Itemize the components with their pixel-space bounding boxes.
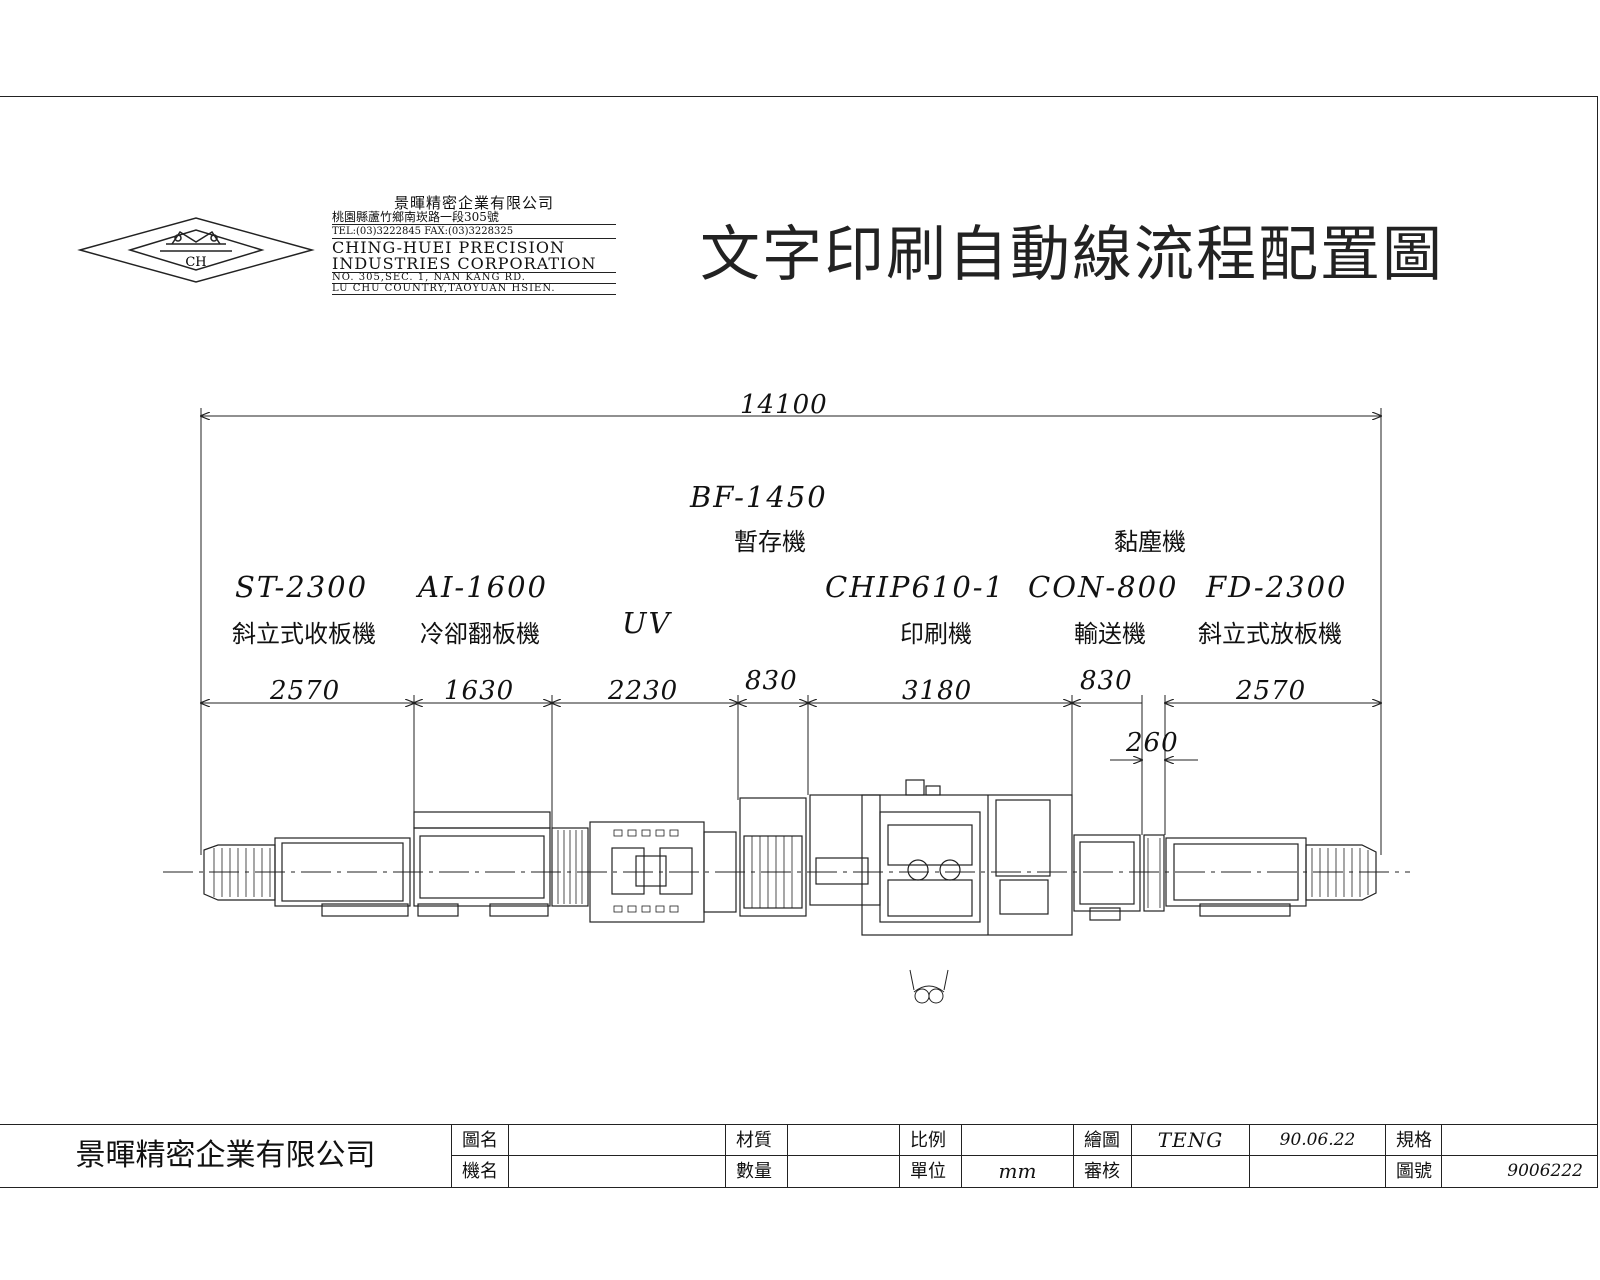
value-scale [962, 1125, 1074, 1156]
drawing-frame [0, 96, 1598, 1186]
value-check-date [1250, 1156, 1386, 1187]
model-st-2300: ST-2300 [235, 570, 369, 604]
operator-figure [909, 969, 949, 1004]
logo-mark: CH [185, 255, 206, 270]
label-drawing-name: 圖名 [452, 1125, 509, 1156]
company-logo [77, 217, 315, 283]
label-machine-name: 機名 [452, 1156, 509, 1187]
label-drawing-no: 圖號 [1386, 1156, 1442, 1187]
label-drawn-by: 繪圖 [1074, 1125, 1132, 1156]
label-unit: 單位 [900, 1156, 962, 1187]
value-material [788, 1125, 900, 1156]
dim-chip610-1: 3180 [902, 676, 973, 706]
logo-company-zh: 景暉精密企業有限公司 [393, 194, 554, 212]
name-chip610-1: 印刷機 [900, 620, 972, 648]
value-drawing-name [509, 1125, 726, 1156]
machine-plan-view [203, 779, 1377, 1004]
title-block-company: 景暉精密企業有限公司 [0, 1125, 452, 1187]
logo-address-en-2: LU CHU COUNTRY,TAOYUAN HSIEN. [332, 284, 616, 295]
segment-dim-lines [201, 695, 1381, 835]
value-quantity [788, 1156, 900, 1187]
model-fd-2300: FD-2300 [1206, 570, 1348, 604]
model-ai-1600: AI-1600 [418, 570, 548, 604]
model-bf-1450: BF-1450 [690, 480, 828, 514]
logo-company-en-2: INDUSTRIES CORPORATION [332, 256, 616, 273]
value-drawn-by: TENG [1132, 1125, 1250, 1156]
value-machine-name [509, 1156, 726, 1187]
logo-address-zh: 桃園縣蘆竹鄉南崁路一段305號 [332, 211, 616, 225]
value-unit: mm [962, 1156, 1074, 1187]
dim-ai-1600: 1630 [444, 676, 515, 706]
dim-fd-2300: 2570 [1236, 676, 1307, 706]
dim-dust-cleaner: 260 [1126, 728, 1179, 758]
value-checked-by [1132, 1156, 1250, 1187]
name-fd-2300: 斜立式放板機 [1198, 620, 1342, 648]
label-material: 材質 [726, 1125, 788, 1156]
name-bf-1450: 暫存機 [734, 528, 806, 556]
logo-company-en-1: CHING-HUEI PRECISION [332, 238, 565, 257]
drawing-title: 文字印刷自動線流程配置圖 [700, 220, 1444, 290]
name-con-800: 輸送機 [1074, 620, 1146, 648]
model-uv: UV [622, 606, 672, 640]
label-checked-by: 審核 [1074, 1156, 1132, 1187]
name-st-2300: 斜立式收板機 [232, 620, 376, 648]
title-block: 景暉精密企業有限公司 圖名 材質 比例 繪圖 TENG 90.06.22 規格 … [0, 1124, 1598, 1188]
name-dust-cleaner: 黏塵機 [1114, 528, 1186, 556]
dim-con-800: 830 [1080, 666, 1133, 696]
value-spec [1442, 1125, 1597, 1156]
logo-tel-fax: TEL:(03)3222845 FAX:(03)3228325 [332, 227, 616, 239]
model-chip610-1: CHIP610-1 [825, 570, 1006, 604]
value-drawing-no: 9006222 [1507, 1161, 1583, 1181]
name-ai-1600: 冷卻翻板機 [420, 620, 540, 648]
label-spec: 規格 [1386, 1125, 1442, 1156]
value-date: 90.06.22 [1250, 1125, 1386, 1156]
dim-uv: 2230 [608, 676, 679, 706]
logo-address-en-1: NO. 305,SEC. 1, NAN KANG RD. [332, 273, 616, 284]
label-scale: 比例 [900, 1125, 962, 1156]
model-con-800: CON-800 [1028, 570, 1179, 604]
dim-st-2300: 2570 [270, 676, 341, 706]
label-quantity: 數量 [726, 1156, 788, 1187]
dim-bf-1450: 830 [745, 666, 798, 696]
total-length-label: 14100 [740, 390, 828, 420]
company-letterhead: 景暉精密企業有限公司 桃園縣蘆竹鄉南崁路一段305號 TEL:(03)32228… [332, 196, 616, 295]
